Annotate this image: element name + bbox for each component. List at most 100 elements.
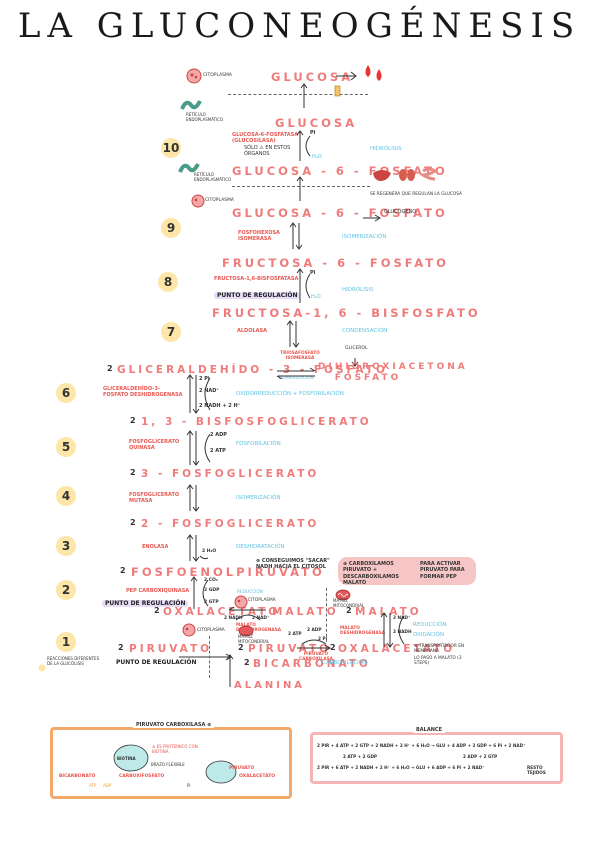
step-badge-4: 4: [56, 486, 76, 506]
membrane-line: [228, 94, 368, 95]
metabolite-dhap: DIHIDROXIACETONA FOSFATO: [318, 362, 468, 383]
metabolite-malato-mito: MALATO: [355, 606, 422, 618]
er-icon: [180, 97, 202, 117]
box1-pi: Pi: [187, 783, 191, 788]
cofactor-nad: 2 NAD⁺: [199, 388, 220, 394]
glucogeno-label: GLUCÓGENO: [384, 209, 417, 215]
reaction-isomerizacion: ISOMERIZACIÓN: [342, 234, 387, 240]
arrow-up-icon: [296, 268, 314, 308]
organs-note: SE REGENERA QUE REGULAN LA GLUCOSA: [370, 192, 462, 197]
compartment-cytoplasm-low: CITOPLASMA: [197, 628, 225, 633]
step-badge-1: 1: [56, 632, 76, 652]
note-reacciones-diferentes: REACCIONES DIFERENTES DE LA GLUCÓLISIS: [47, 656, 100, 666]
cytoplasm-icon: [186, 68, 202, 88]
step-badge-9: 9: [161, 218, 181, 238]
reaction-hidrolisis-1: HIDRÓLISIS: [370, 146, 402, 152]
note-pink-box: ⊛ CARBOXILAMOS PIRUVATO + DESCARBOXILAMO…: [338, 557, 476, 586]
metabolite-oxalacetato-mito: OXALACETATO: [338, 643, 456, 655]
cofactor-atp-pc: 2 ATP: [288, 632, 302, 637]
cofactor-nadh-cyt: 2 NADH: [224, 616, 243, 621]
reaction-hidrolisis-2: HIDRÓLISIS: [342, 287, 374, 293]
step-badge-3: 3: [56, 536, 76, 556]
compartment-cytoplasm-er: CITOPLASMA: [205, 198, 234, 203]
blood-drops-icon: [362, 63, 386, 87]
mito-membrane-line: [326, 588, 327, 642]
regulation-point-3: PUNTO DE REGULACIÓN: [116, 659, 197, 666]
cytoplasm-icon: [234, 594, 248, 613]
metabolite-bicarbonato: BICARBONATO: [253, 658, 371, 670]
box1-oxalacetato: OXALACETATO: [239, 774, 276, 779]
enzyme-isomerasa: FOSFOHEXOSA ISOMERASA: [238, 230, 280, 243]
balance-line-3: 2 PIR + 6 ATP + 2 NADH + 2 H⁺ + 6 H₂O → …: [317, 765, 485, 770]
cofactor-pi-2: Pi: [310, 270, 316, 276]
enzyme-pgm: FOSFOGLICERATO MUTASA: [129, 492, 180, 505]
step-badge-6: 6: [56, 383, 76, 403]
membrane-line: [232, 186, 370, 187]
metabolite-gap: GLICERALDEHÍDO - 3 - FOSFATO: [117, 364, 388, 376]
arrow-down-icon: [351, 352, 359, 371]
cofactor-pi: Pi: [310, 130, 316, 136]
equilibrium-arrow-icon: [296, 638, 332, 660]
box1-carboxifosfato: CARBOXIFOSFATO: [119, 774, 165, 779]
piruvato-carboxilasa-box: PIRUVATO CARBOXILASA ⊛ ⊛ ES PROTEÍNICO C…: [50, 722, 292, 799]
enzyme-aldolasa: ALDOLASA: [237, 328, 267, 334]
cytoplasm-icon: [182, 622, 196, 641]
metabolite-glucosa: GLUCOSA: [275, 116, 358, 130]
coef-bpg: 2: [130, 416, 136, 425]
reaction-deshidratacion: DESHIDRATACIÓN: [236, 544, 285, 550]
cofactor-h2o-eno: 2 H₂O: [202, 549, 217, 554]
coef-2pg: 2: [130, 518, 136, 527]
step-badge-7: 7: [161, 322, 181, 342]
balance-resto: RESTO TEJIDOS: [527, 765, 546, 776]
glicerol-label: GLICEROL: [345, 346, 368, 351]
compartment-er: RETÍCULO ENDOPLASMÁTICO: [186, 112, 224, 122]
enzyme-mdh-mito: MALATO DESHIDROGENASA: [340, 626, 386, 637]
coef-pir: 2: [118, 643, 124, 652]
cofactor-adp-pc: 2 ADP: [307, 628, 322, 633]
metabolite-2pg: 2 - FOSFOGLICERATO: [141, 518, 320, 530]
compartment-cytoplasm: CITOPLASMA: [203, 73, 232, 78]
cofactor-h2o: H₂O: [312, 154, 322, 160]
equilibrium-arrow-icon: [228, 606, 268, 626]
cofactor-2pi: 2 Pi: [199, 376, 210, 382]
equilibrium-arrow-icon: [380, 612, 408, 652]
reaction-reduccion-1: REDUCCIÓN: [237, 590, 264, 595]
enzyme-pgk: FOSFOGLICERATO QUINASA: [129, 439, 180, 452]
note-carboxilamos: ⊛ CARBOXILAMOS PIRUVATO + DESCARBOXILAMO…: [343, 561, 400, 586]
note-paso-malato: LO PASO A MALATO (3 STEPS): [414, 656, 462, 667]
enzyme-pepck: PEP CARBOXIQUINASA: [126, 588, 190, 594]
cytoplasm-icon: [191, 193, 205, 212]
compartment-cytoplasm-mid: CITOPLASMA: [248, 598, 276, 603]
legend-dot-icon: [38, 657, 46, 676]
enzyme-gapdh: GLICERALDEHÍDO-3-FOSFATO DESHIDROGENASA: [103, 386, 183, 399]
cofactor-pi-pc: 2 Pi: [318, 637, 328, 642]
enzyme-g6pase: GLUCOSA-6-FOSFATASA (GLUCOSILASA): [232, 132, 299, 145]
metabolite-pep: FOSFOENOLPIRUVATO: [131, 565, 325, 579]
er-icon: [178, 160, 200, 180]
equilibrium-arrow-icon: [276, 364, 316, 383]
equilibrium-arrow-icon: [286, 320, 300, 352]
box1-note-biotina: ⊛ ES PROTEÍNICO CON BIOTINA: [152, 744, 198, 754]
reaction-isomerizacion-3: ISOMERIZACIÓN: [236, 495, 281, 501]
step-badge-5: 5: [56, 437, 76, 457]
cofactor-adp: 2 ADP: [210, 432, 227, 438]
reaction-ox-fosf: OXIDORREDUCCIÓN + FOSFORILACIÓN: [236, 391, 344, 397]
arrow-up-icon: [296, 130, 314, 166]
cofactor-co2: 2 CO₂: [204, 578, 218, 583]
arrow-right-icon: [335, 66, 359, 85]
coef-oxal: 2: [154, 606, 160, 615]
cofactor-gtp: 2 GTP: [204, 600, 219, 605]
coef-oxm: 2: [330, 643, 336, 652]
metabolite-bpg: 1, 3 - BISFOSFOGLICERATO: [141, 416, 372, 428]
metabolite-g6p: GLUCOSA - 6 - FOSFATO: [232, 206, 448, 220]
box1-piruvato: PIRUVATO: [229, 766, 255, 771]
arrow-right-icon: [362, 207, 382, 226]
mito-membrane-line: [209, 636, 210, 678]
coef-bic: 2: [244, 658, 250, 667]
metabolite-3pg: 3 - FOSFOGLICERATO: [141, 468, 320, 480]
box1-brazo: BRAZO FLEXIBLE: [151, 762, 185, 767]
note-sacar-nadh: ⊛ CONSEGUIMOS "SACAR" NADH HACIA EL CITO…: [256, 558, 330, 571]
compartment-mito-matrix: MATRIZ MITOCONDRIAL: [333, 598, 365, 608]
page-title: LA GLUCONEOGÉNESIS: [17, 6, 582, 46]
cofactor-nadh: 2 NADH + 2 H⁺: [199, 403, 241, 409]
